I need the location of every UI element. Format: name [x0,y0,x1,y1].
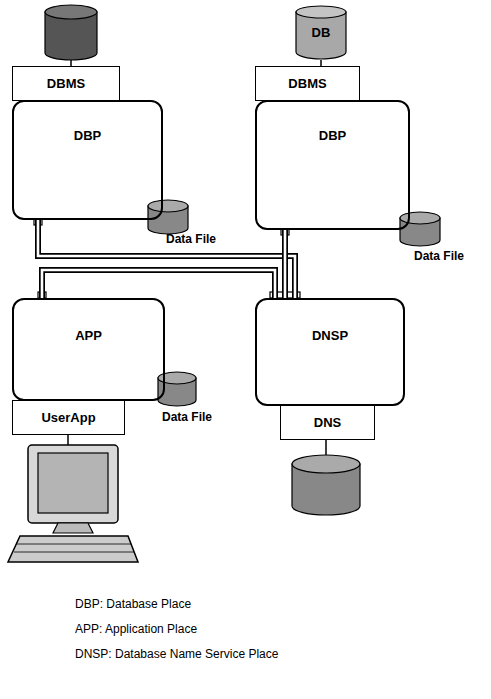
legend-note: APP: Application Place [75,622,197,636]
file-label: Data File [162,410,212,424]
data-file-cylinder [148,200,188,234]
network-connector [42,270,275,298]
place-box: DBP [255,100,410,230]
computer-icon [8,435,138,562]
database-cylinder: DB [295,5,347,60]
network-port [34,219,300,298]
box-label: APP [75,328,102,344]
box-label: DBP [319,128,346,144]
database-cylinder [45,5,97,66]
dbms-box: DBMS [12,66,120,101]
place-box: DNSP [255,298,405,406]
network-connector [38,220,295,298]
application-box: UserApp [12,400,125,435]
box-label: DNS [314,415,341,431]
file-label: Data File [414,249,464,263]
dbms-box: DBMS [255,66,360,101]
legend-note: DBP: Database Place [75,597,191,611]
box-label: DBP [74,128,101,144]
box-label: DNSP [312,328,348,344]
database-cylinder [292,440,360,515]
legend-note: DNSP: Database Name Service Place [75,647,278,661]
file-label: Data File [166,232,216,246]
network-connector [285,230,286,298]
box-label: DB [312,25,331,41]
data-file-cylinder [400,212,440,246]
box-label: DBMS [47,76,85,92]
box-label: DBMS [288,76,326,92]
dns-box: DNS [280,405,375,440]
place-box: DBP [12,100,163,220]
box-label: UserApp [41,410,95,426]
place-box: APP [12,298,165,401]
